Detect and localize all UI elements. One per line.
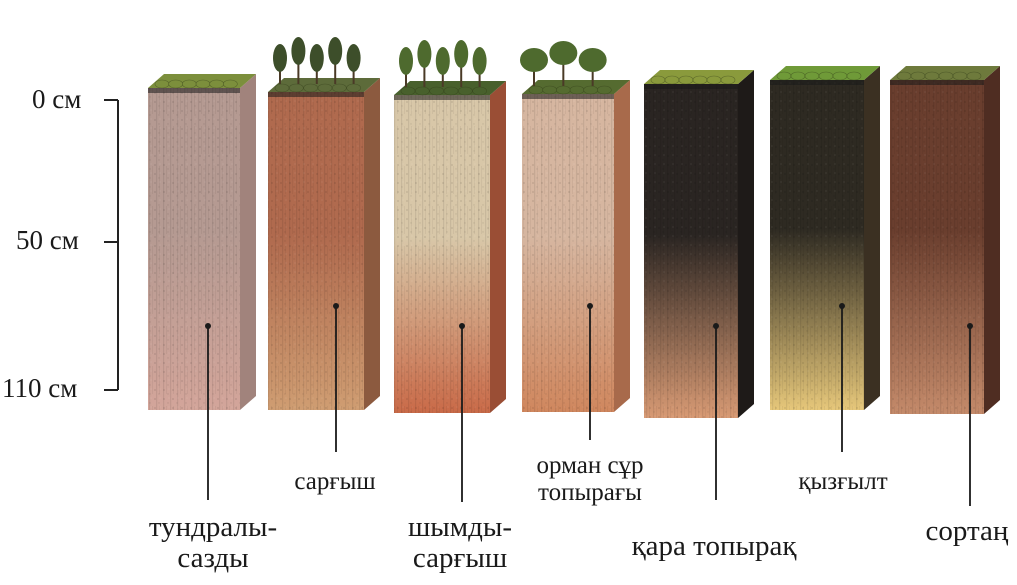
soil-label-sod-podzolic: шымды-сарғыш: [385, 512, 535, 575]
tree-crown: [454, 40, 468, 68]
soil-column-3: [394, 40, 506, 413]
soil-column-side: [240, 74, 256, 410]
soil-label-tundra-marsh: тундралы-сазды: [138, 512, 288, 575]
soil-column-2: [268, 37, 380, 410]
tree-crown: [310, 44, 324, 72]
depth-label-50: 50 см: [16, 225, 79, 256]
soil-label-chestnut: қызғылт: [778, 468, 908, 495]
soil-column-4: [520, 41, 630, 412]
soil-column-side: [984, 66, 1000, 414]
tree-crown: [520, 48, 548, 72]
tree-crown: [273, 44, 287, 72]
depth-label-110: 110 см: [2, 373, 77, 404]
tree-crown: [347, 44, 361, 72]
soil-column-side: [364, 78, 380, 410]
soil-columns: [148, 37, 1000, 418]
tree-crown: [328, 37, 342, 65]
soil-label-grey-forest: орман сұртопырағы: [515, 452, 665, 506]
soil-column-side: [490, 81, 506, 413]
soil-column-side: [738, 70, 754, 418]
tree-crown: [473, 47, 487, 75]
tree-crown: [549, 41, 577, 65]
soil-column-5: [644, 70, 754, 418]
tree-crown: [436, 47, 450, 75]
soil-label-podzolic: сарғыш: [280, 468, 390, 495]
soil-column-7: [890, 66, 1000, 414]
tree-crown: [399, 47, 413, 75]
soil-column-side: [614, 80, 630, 412]
soil-column-6: [770, 66, 880, 410]
tree-crown: [579, 48, 607, 72]
tree-crown: [417, 40, 431, 68]
soil-column-side: [864, 66, 880, 410]
soil-column-1: [148, 74, 256, 410]
soil-label-chernozem: қара топырақ: [614, 531, 814, 562]
tree-crown: [291, 37, 305, 65]
depth-label-0: 0 см: [32, 84, 81, 115]
depth-scale: [104, 100, 118, 390]
soil-label-solonetz: сортаң: [912, 516, 1017, 547]
